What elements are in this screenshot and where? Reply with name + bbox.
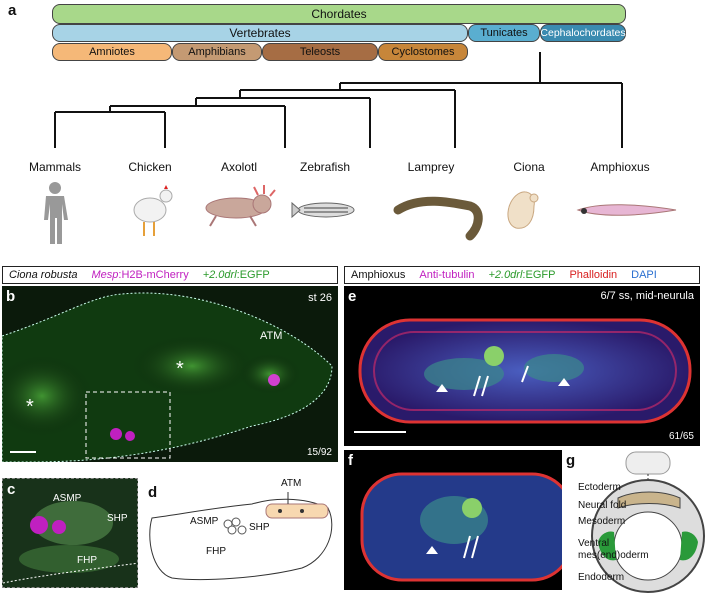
- asmp-label: ASMP: [53, 493, 82, 504]
- e-sample-count: 61/65: [668, 431, 694, 442]
- d-fhp-label: FHP: [206, 546, 226, 557]
- taxon-ciona: Ciona: [513, 160, 545, 174]
- panel-g-diagram: [591, 451, 705, 593]
- ventral-label: Ventral: [578, 538, 610, 549]
- taxon-axolotl: Axolotl: [220, 160, 258, 174]
- panel-d-label: d: [148, 484, 158, 501]
- panel-d-diagram: [149, 492, 333, 581]
- tunicates-bar: Tunicates: [468, 24, 540, 42]
- panel-b-label: b: [6, 288, 16, 305]
- phylogenetic-tree: [54, 52, 623, 148]
- asterisk-marker: *: [26, 396, 34, 418]
- neural-fold-label: Neural fold: [578, 500, 627, 511]
- d-shp-label: SHP: [249, 522, 270, 533]
- mesoderm-label: Mesoderm: [578, 516, 626, 527]
- ectoderm-label: Ectoderm: [578, 482, 621, 493]
- cephalochordates-bar: Cephalochordates: [540, 24, 626, 42]
- vertebrates-bar: Vertebrates: [52, 24, 468, 42]
- chordates-bar: Chordates: [52, 4, 626, 24]
- sample-count: 15/92: [306, 447, 332, 458]
- panel-e-legend: Amphioxus Anti-tubulin +2.0drl:EGFP Phal…: [344, 266, 700, 284]
- d-atm-label: ATM: [281, 478, 302, 489]
- panel-c-label: c: [7, 481, 16, 498]
- panel-e-label: e: [348, 288, 357, 305]
- panel-g-label: g: [566, 452, 576, 469]
- panel-e-micrograph: e 6/7 ss, mid-neurula 61/65: [344, 286, 700, 446]
- atm-label: ATM: [260, 330, 283, 342]
- panel-f-label: f: [348, 452, 353, 469]
- asterisk-marker: *: [176, 358, 184, 380]
- amphibians-bar: Amphibians: [172, 43, 262, 61]
- shp-label: SHP: [107, 513, 128, 524]
- endoderm-label: Endoderm: [578, 572, 625, 583]
- lamprey-figure: [393, 196, 483, 241]
- panel-a-label: a: [8, 2, 17, 19]
- amphioxus-figure: [576, 204, 677, 216]
- organism-illustrations: [44, 182, 677, 244]
- stage-label: st 26: [308, 292, 332, 304]
- e-stage-label: 6/7 ss, mid-neurula: [600, 290, 694, 302]
- mammal-figure: [44, 182, 68, 244]
- teleosts-bar: Teleosts: [262, 43, 378, 61]
- cyclostomes-bar: Cyclostomes: [378, 43, 468, 61]
- panel-b-legend: Ciona robusta Mesp:H2B-mCherry +2.0drl:E…: [2, 266, 338, 284]
- zebrafish-figure: [291, 201, 355, 219]
- panel-c-micrograph: c ASMP SHP FHP: [2, 478, 138, 588]
- taxon-lamprey: Lamprey: [407, 160, 455, 174]
- fhp-label: FHP: [77, 555, 97, 566]
- taxon-amphioxus: Amphioxus: [590, 160, 650, 174]
- taxon-mammals: Mammals: [28, 160, 81, 174]
- d-asmp-label: ASMP: [190, 516, 219, 527]
- ciona-figure: [507, 191, 539, 229]
- taxon-chicken: Chicken: [128, 160, 172, 174]
- axolotl-figure: [205, 185, 276, 227]
- mesendoderm-label: mes(end)oderm: [578, 550, 649, 561]
- panel-b-micrograph: b st 26 * * ATM 15/92: [2, 286, 338, 462]
- chicken-figure: [133, 185, 173, 236]
- taxon-zebrafish: Zebrafish: [299, 160, 351, 174]
- panel-f-micrograph: f: [344, 450, 562, 590]
- amniotes-bar: Amniotes: [52, 43, 172, 61]
